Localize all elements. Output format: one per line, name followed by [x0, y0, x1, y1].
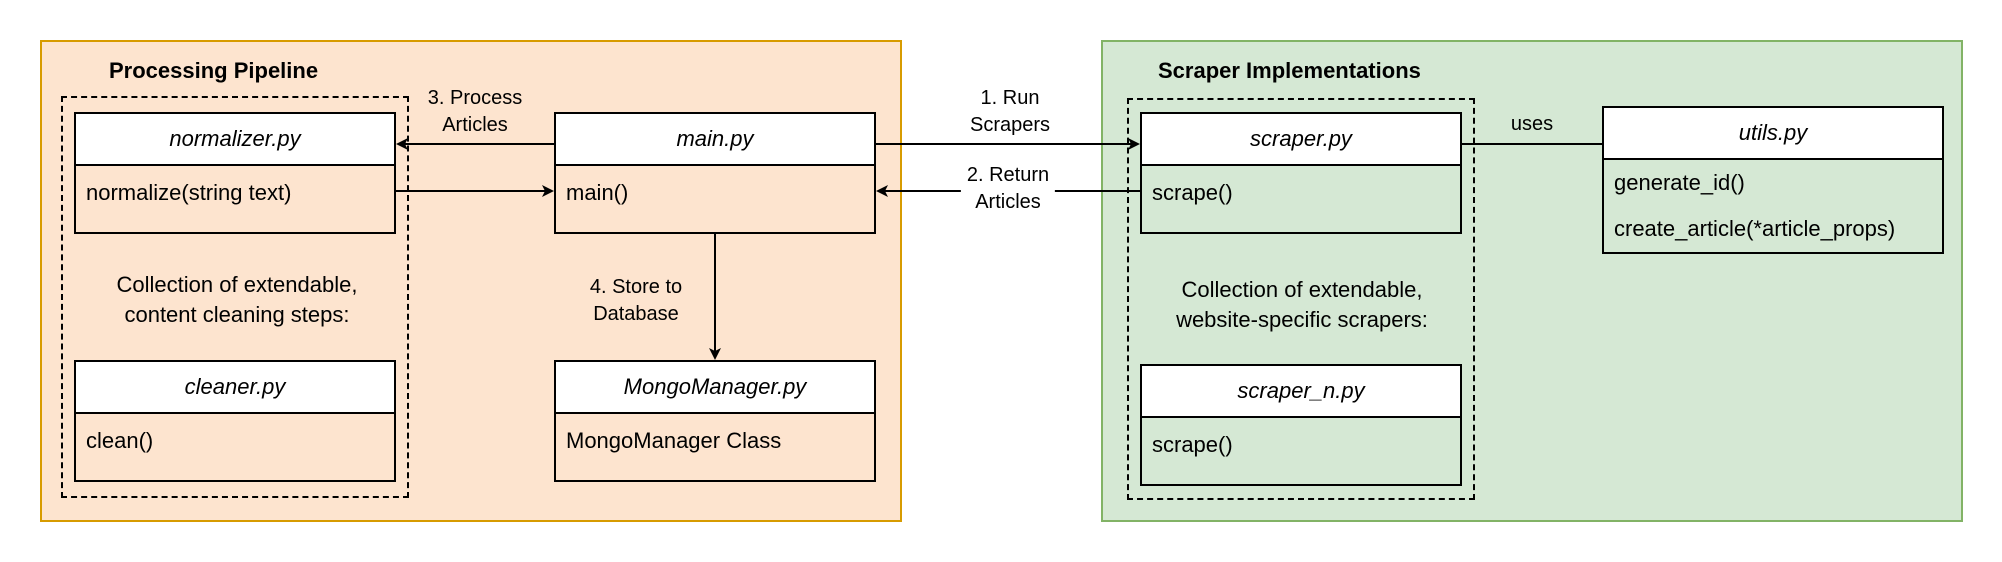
- scraper-method: scrape(): [1152, 180, 1233, 205]
- main-class-name: main.py: [556, 114, 874, 166]
- label-return-articles: 2. Return Articles: [960, 162, 1056, 216]
- label-store-database-line-1: 4. Store to: [589, 276, 683, 298]
- label-return-articles-line-2: Articles: [975, 191, 1041, 213]
- cleaning-note-line-1: Collection of extendable,: [116, 272, 358, 297]
- label-run-scrapers: 1. Run Scrapers: [969, 85, 1051, 139]
- processing-pipeline-title: Processing Pipeline: [109, 58, 319, 83]
- scraper-n-class-name: scraper_n.py: [1142, 366, 1460, 418]
- mongomanager-member: MongoManager Class: [566, 428, 782, 453]
- label-return-articles-line-1: 2. Return: [966, 164, 1050, 186]
- label-process-articles-line-1: 3. Process: [427, 87, 523, 109]
- scrapers-container: [1127, 98, 1475, 500]
- scrapers-note: Collection of extendable, website-specif…: [1176, 275, 1428, 335]
- normalizer-method: normalize(string text): [86, 180, 292, 205]
- label-uses: uses: [1510, 113, 1554, 135]
- scraper-implementations-title: Scraper Implementations: [1158, 58, 1421, 83]
- scrapers-note-line-1: Collection of extendable,: [1181, 277, 1423, 302]
- cleaning-steps-note: Collection of extendable, content cleani…: [117, 270, 358, 330]
- normalizer-class: normalizer.py normalize(string text): [74, 112, 396, 234]
- scraper-class-name: scraper.py: [1142, 114, 1460, 166]
- normalizer-class-name: normalizer.py: [76, 114, 394, 166]
- scrapers-note-line-2: website-specific scrapers:: [1176, 307, 1428, 332]
- utils-class-name: utils.py: [1604, 108, 1942, 160]
- main-method: main(): [566, 180, 629, 205]
- label-process-articles-line-2: Articles: [442, 114, 508, 136]
- utils-method-create-article: create_article(*article_props): [1614, 216, 1896, 241]
- utils-method-generate-id: generate_id(): [1614, 170, 1745, 195]
- scraper-n-method: scrape(): [1152, 432, 1233, 457]
- cleaning-steps-container: [61, 96, 409, 498]
- cleaner-method: clean(): [86, 428, 154, 453]
- label-store-database: 4. Store to Database: [590, 274, 682, 328]
- label-run-scrapers-line-1: 1. Run: [980, 87, 1040, 109]
- cleaner-class: cleaner.py clean(): [74, 360, 396, 482]
- utils-class: utils.py generate_id() create_article(*a…: [1602, 106, 1944, 254]
- label-store-database-line-2: Database: [593, 303, 679, 325]
- cleaner-class-name: cleaner.py: [76, 362, 394, 414]
- label-process-articles: 3. Process Articles: [427, 85, 523, 139]
- scraper-class: scraper.py scrape(): [1140, 112, 1462, 234]
- scraper-n-class: scraper_n.py scrape(): [1140, 364, 1462, 486]
- mongomanager-class-name: MongoManager.py: [556, 362, 874, 414]
- mongomanager-class: MongoManager.py MongoManager Class: [554, 360, 876, 482]
- label-run-scrapers-line-2: Scrapers: [969, 114, 1051, 136]
- cleaning-note-line-2: content cleaning steps:: [124, 302, 350, 327]
- main-class: main.py main(): [554, 112, 876, 234]
